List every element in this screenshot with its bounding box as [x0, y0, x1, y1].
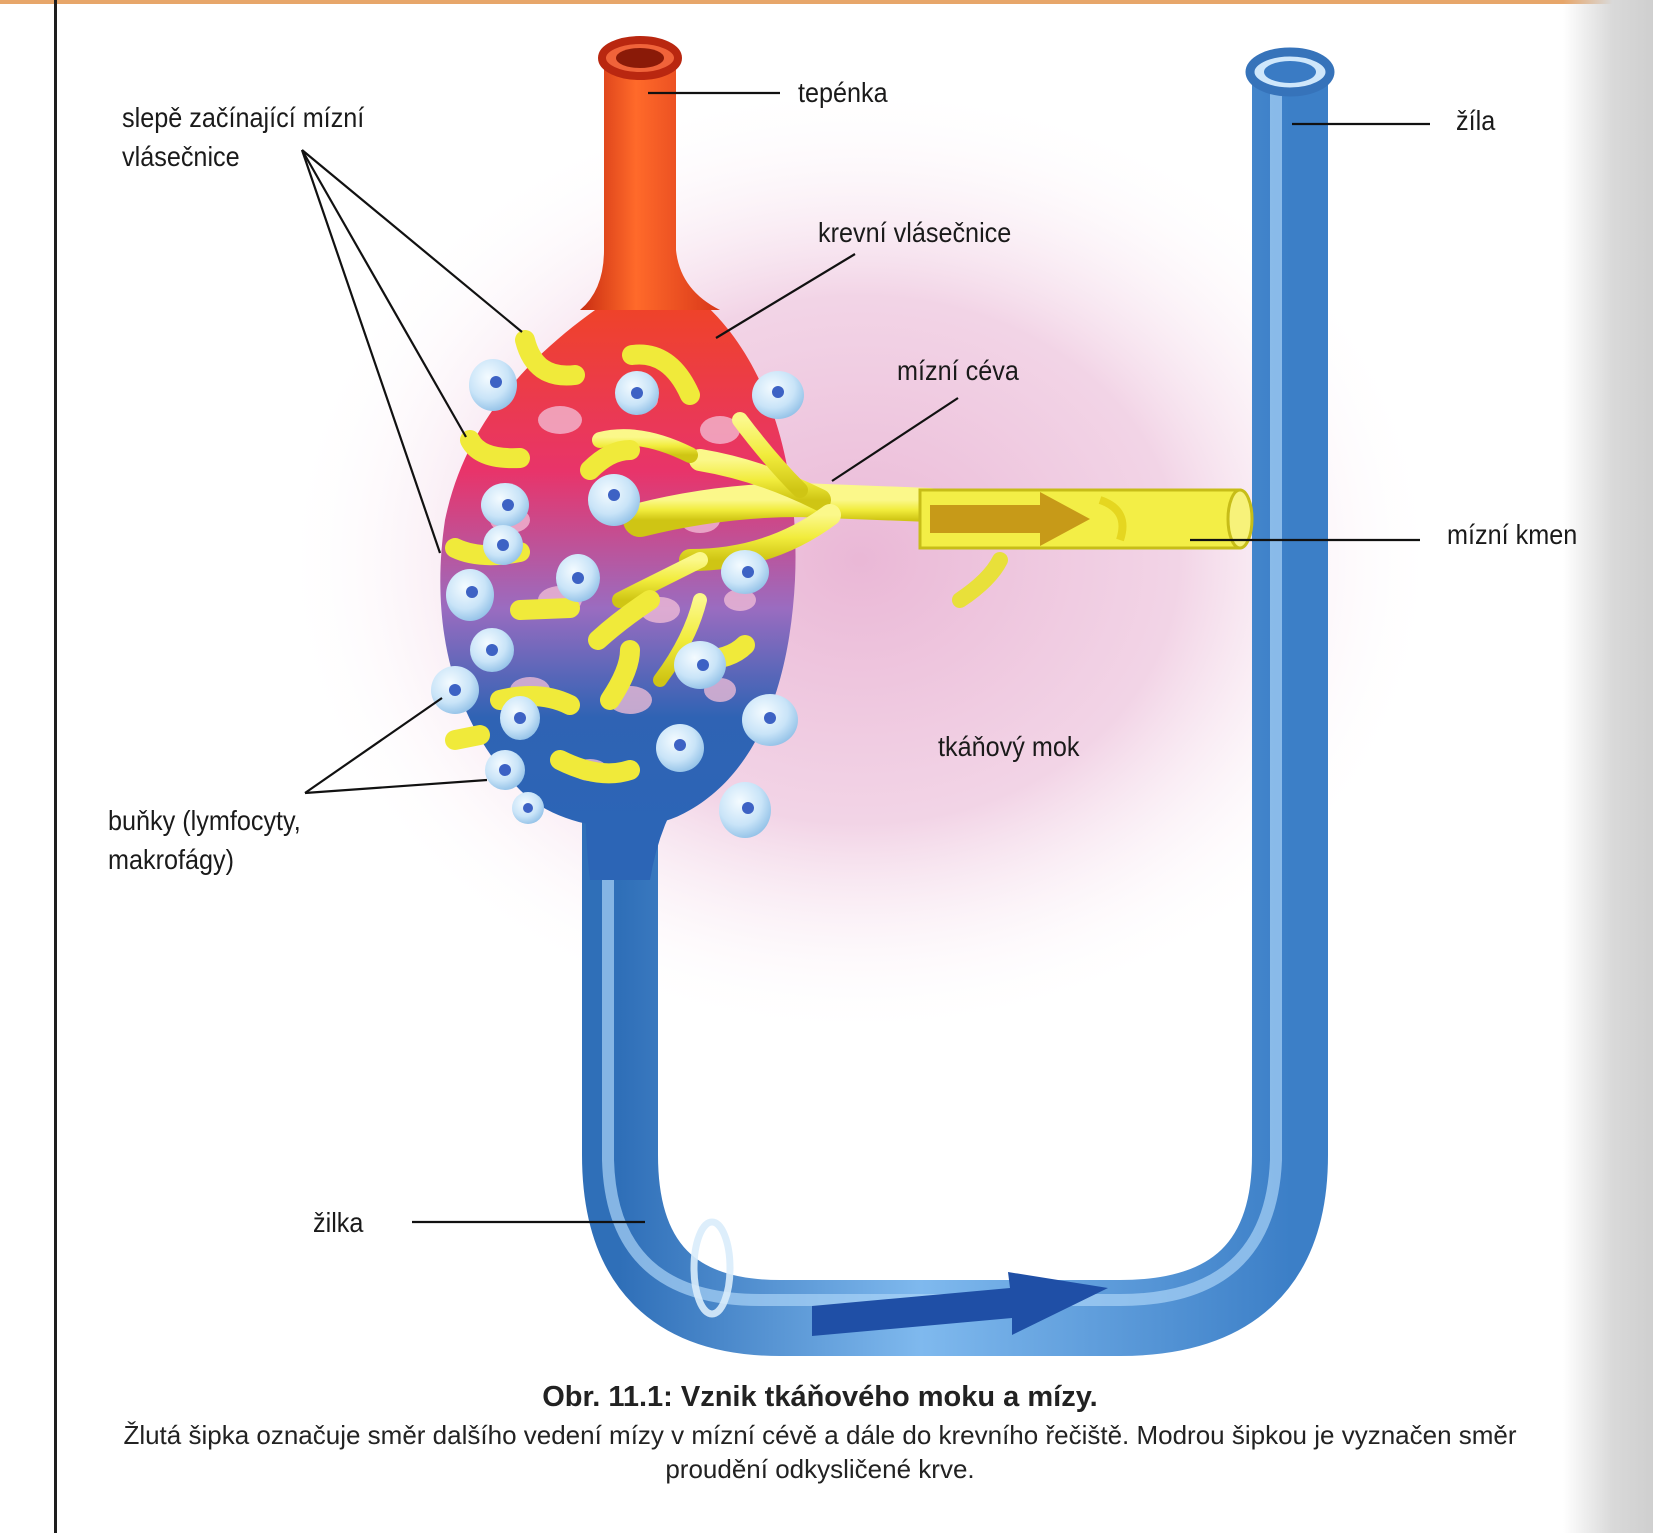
caption-title: Obr. 11.1: Vznik tkáňového moku a mízy.: [542, 1381, 1098, 1413]
figure-caption: Obr. 11.1: Vznik tkáňového moku a mízy. …: [60, 1378, 1580, 1486]
label-krevni-vlasecnice: krevní vlásečnice: [818, 217, 1012, 248]
lymph-valve: [1098, 496, 1127, 542]
cell: [446, 569, 494, 621]
lymph-trunk-end: [1226, 488, 1254, 550]
arteriole-lumen: [616, 48, 664, 68]
cell: [588, 474, 640, 526]
cell: [481, 483, 529, 527]
cell: [512, 792, 544, 824]
cell: [483, 525, 523, 565]
cell: [674, 641, 726, 689]
page-edge-shadow: [1563, 0, 1653, 1533]
cells: [431, 359, 804, 838]
leader-slepe-3: [300, 149, 442, 554]
blood-flow-arrow: [812, 1272, 1108, 1336]
leader-slepe-2: [301, 149, 467, 438]
label-bunky-line2: makrofágy): [108, 844, 235, 875]
cell: [615, 371, 659, 415]
left-margin-line: [54, 0, 57, 1533]
leader-bunky-1: [304, 697, 443, 794]
cell: [556, 554, 600, 602]
venule-cut-ring: [690, 1218, 734, 1318]
lymph-vessels: [592, 412, 947, 687]
label-bunky-line1: buňky (lymfocyty,: [108, 805, 301, 836]
label-tkanovy-mok: tkáňový mok: [938, 731, 1080, 762]
cell: [500, 696, 540, 740]
leader-slepe-1: [301, 149, 523, 333]
leader-krevni-vlasecnice: [715, 253, 856, 339]
lymph-arrow: [930, 492, 1090, 546]
top-border: [0, 0, 1653, 4]
label-tepenka: tepénka: [798, 77, 888, 108]
cell: [742, 694, 798, 746]
cell: [656, 724, 704, 772]
lymph-branch: [952, 552, 1008, 608]
cell: [431, 666, 479, 714]
label-slepe-zacinajici-line1: slepě začínající mízní: [122, 102, 365, 133]
cell: [485, 750, 525, 790]
label-zila: žíla: [1456, 105, 1496, 136]
cell: [752, 371, 804, 419]
caption-text: Žlutá šipka označuje směr dalšího vedení…: [123, 1420, 1517, 1484]
cell: [721, 550, 769, 594]
leader-mizni-ceva: [831, 397, 959, 482]
label-slepe-zacinajici-line2: vlásečnice: [122, 141, 240, 172]
cell: [469, 359, 517, 411]
cell: [470, 628, 514, 672]
leader-lines: [300, 91, 1430, 1224]
label-mizni-ceva: mízní céva: [897, 355, 1019, 386]
arteriole: [580, 58, 720, 310]
label-mizni-kmen: mízní kmen: [1447, 519, 1578, 550]
cell: [719, 782, 771, 838]
leader-bunky-2: [304, 778, 488, 795]
vein-top-lumen: [1264, 61, 1316, 83]
label-zilka: žilka: [313, 1207, 364, 1238]
blind-lymph-capillaries: [445, 330, 755, 784]
